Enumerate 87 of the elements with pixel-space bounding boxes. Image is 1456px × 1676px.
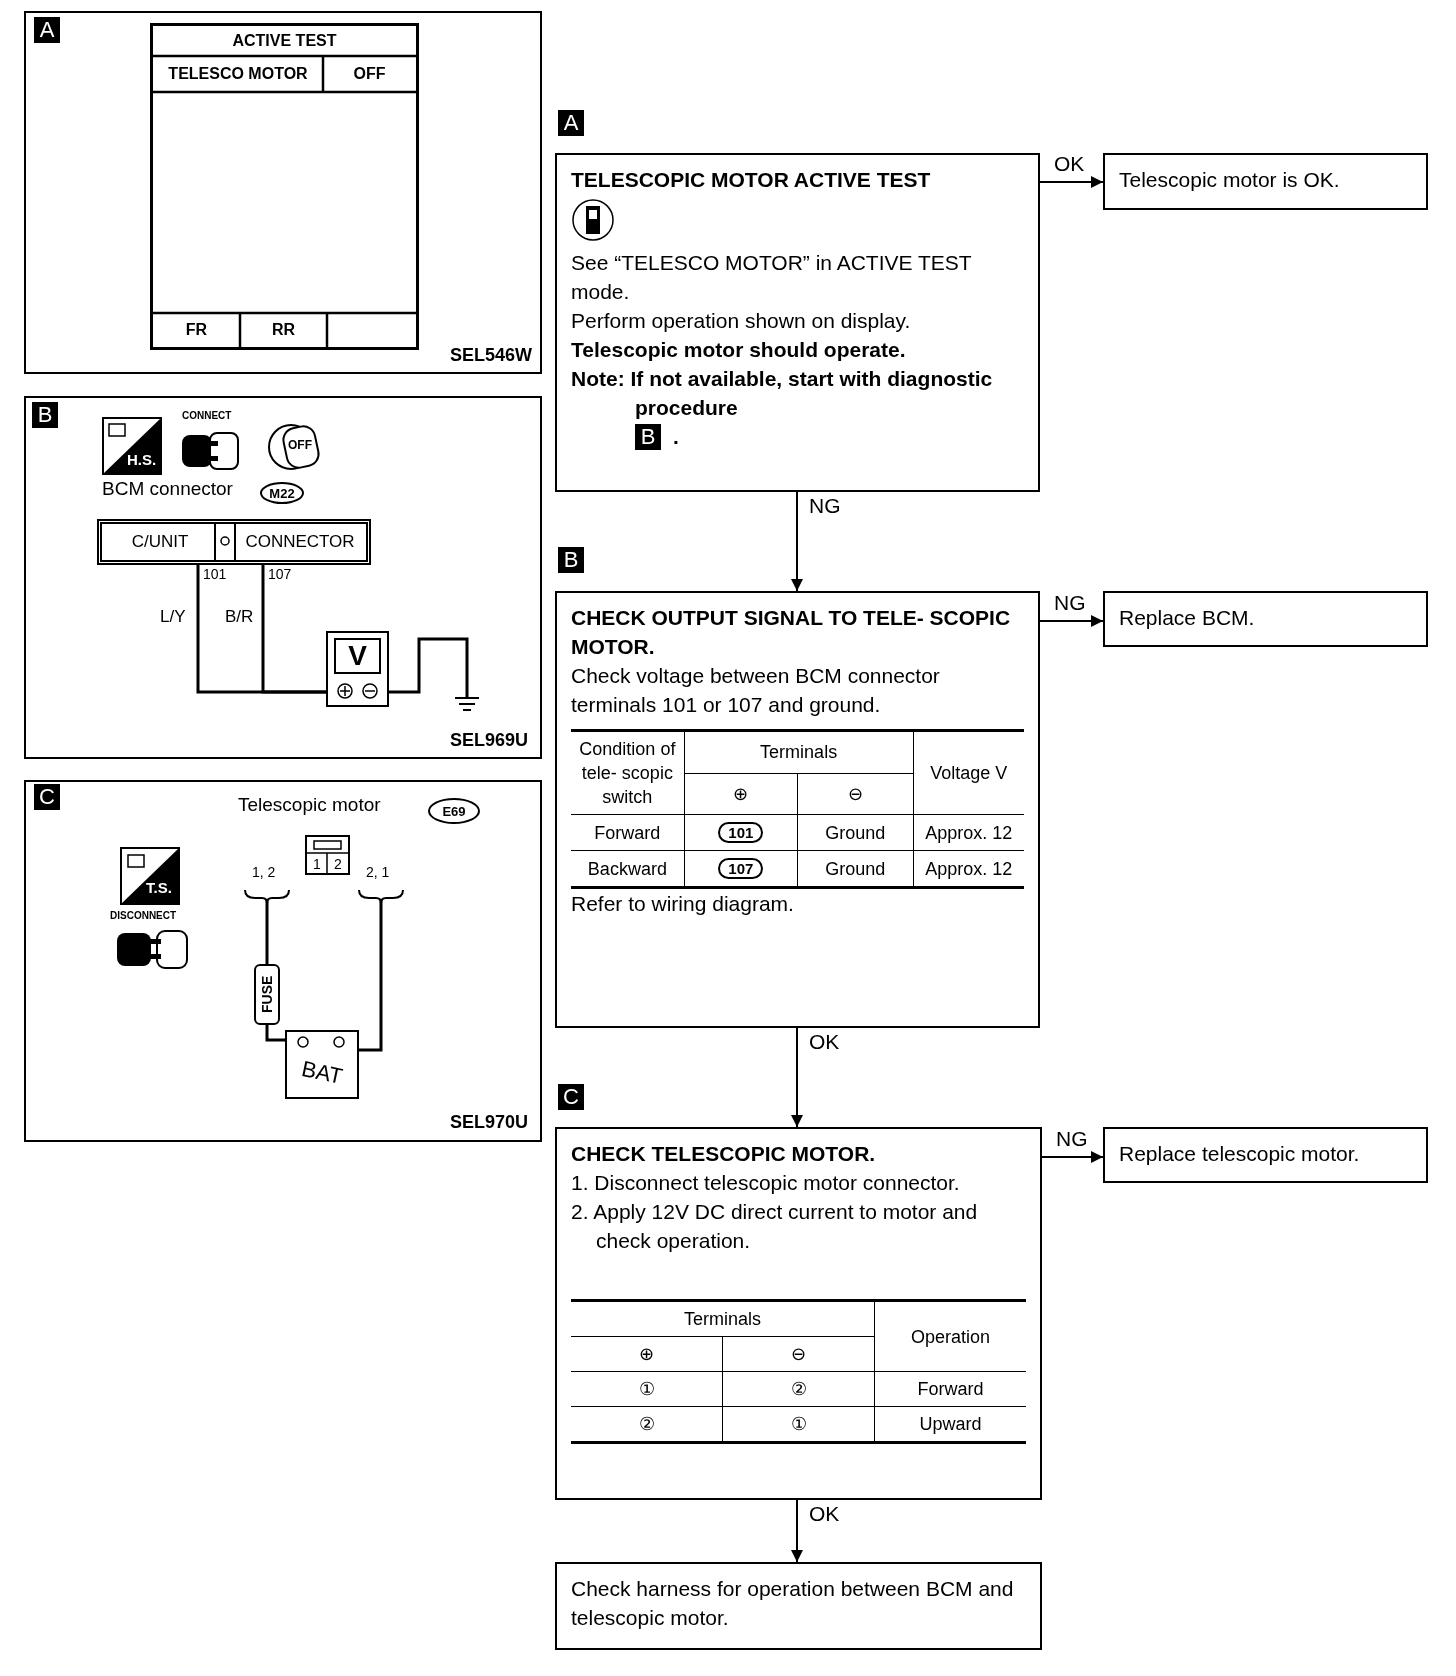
terminal-number: 2, 1 <box>366 864 390 880</box>
arrow <box>791 491 803 592</box>
connector-label: BCM connector <box>102 478 233 500</box>
instruction-text: See “TELESCO MOTOR” in ACTIVE TEST mode. <box>571 250 973 305</box>
step-badge: A <box>34 17 60 43</box>
meter-display: V <box>334 638 381 674</box>
table-cell: Terminals <box>684 730 913 774</box>
screen-text: RR <box>270 320 297 340</box>
table-cell: Condition of tele- scopic switch <box>571 730 685 815</box>
table-cell: 101 <box>684 814 798 851</box>
arrow <box>1039 176 1104 188</box>
component-label: BAT <box>298 1055 346 1091</box>
result-box <box>1103 153 1428 210</box>
arrow <box>791 1499 803 1563</box>
result-text: Check harness for operation between BCM and telescopic motor. <box>571 1576 1015 1631</box>
figure-panel <box>24 780 542 1142</box>
connector-block <box>97 519 371 565</box>
figure-panel <box>24 396 542 759</box>
screen-text: ACTIVE TEST <box>231 31 338 51</box>
note-text: Note: If not available, start with diagnostic procedure <box>571 366 994 421</box>
terminal-number: 101 <box>203 566 227 582</box>
wire <box>261 565 326 694</box>
wire <box>359 900 383 1052</box>
screen-text: OFF <box>352 64 387 84</box>
process-box <box>555 153 1040 492</box>
icon-label: DISCONNECT <box>110 910 177 921</box>
table-cell: Terminals <box>571 1300 875 1337</box>
table-cell: Forward <box>571 814 685 851</box>
step-heading: CHECK TELESCOPIC MOTOR. <box>571 1141 877 1167</box>
process-box <box>555 591 1040 1028</box>
connector-code: M22 <box>260 482 304 504</box>
screen-text: FR <box>184 320 209 340</box>
step-badge: C <box>34 784 60 810</box>
display-screen <box>150 23 419 350</box>
icon-label: CONNECT <box>182 410 232 421</box>
process-box <box>555 1127 1042 1500</box>
connector-text: C/UNIT <box>130 531 190 553</box>
arrow <box>1039 615 1104 627</box>
terminal-number: 1, 2 <box>252 864 276 880</box>
instruction-text: Perform operation shown on display. <box>571 308 912 334</box>
instruction-text: Telescopic motor should operate. <box>571 337 907 363</box>
terminal-number: 1 <box>312 854 322 873</box>
connector-code: E69 <box>428 798 480 824</box>
screen-text: TELESCO MOTOR <box>167 64 309 84</box>
step-heading: CHECK OUTPUT SIGNAL TO TELE- SCOPIC MOTOR. <box>571 605 1012 660</box>
result-box <box>1103 1127 1428 1183</box>
table-cell: ② <box>722 1371 875 1407</box>
terminal-number: 2 <box>333 854 343 873</box>
step-badge: A <box>558 110 584 136</box>
figure-code: SEL546W <box>450 345 533 366</box>
result-text: Replace BCM. <box>1119 605 1256 631</box>
battery <box>285 1030 359 1099</box>
result-text: Telescopic motor is OK. <box>1119 167 1341 193</box>
figure-panel <box>24 11 542 374</box>
terminal-number: 107 <box>268 566 292 582</box>
figure-code: SEL969U <box>450 730 529 751</box>
table-cell: ⊕ <box>684 773 798 815</box>
icon-label: H.S. <box>127 451 157 468</box>
step-badge: C <box>558 1084 584 1110</box>
arrow <box>1041 1151 1104 1163</box>
result-box <box>555 1562 1042 1650</box>
icon-label: OFF <box>288 438 312 452</box>
result-text: Replace telescopic motor. <box>1119 1141 1361 1167</box>
note-text: . <box>673 425 679 448</box>
table-cell: ⊕ <box>571 1336 723 1372</box>
table-cell: ① <box>571 1371 723 1407</box>
instruction-text: Check voltage between BCM connector terminals 101 or 107 and ground. <box>571 663 941 718</box>
instruction-text: 1. Disconnect telescopic motor connector. <box>571 1170 961 1196</box>
instruction-text: 2. Apply 12V DC direct current to motor and check operation. <box>571 1199 979 1254</box>
instruction-text: Refer to wiring diagram. <box>571 891 795 917</box>
fuse <box>254 964 280 1025</box>
step-badge: B <box>635 424 661 450</box>
step-badge: B <box>558 547 584 573</box>
icon-label: T.S. <box>146 879 172 896</box>
table-cell: Ground <box>797 814 913 851</box>
figure-code: SEL970U <box>450 1112 529 1133</box>
component-label: FUSE <box>258 974 276 1016</box>
arrow <box>791 1027 803 1128</box>
wire <box>265 1025 285 1042</box>
wire <box>265 900 269 964</box>
step-heading: TELESCOPIC MOTOR ACTIVE TEST <box>571 167 932 193</box>
result-box <box>1103 591 1428 647</box>
connector-face <box>305 835 350 875</box>
component-label: Telescopic motor <box>238 794 381 816</box>
connector-text: CONNECTOR <box>244 531 356 553</box>
step-badge: B <box>32 402 58 428</box>
voltmeter <box>326 631 389 707</box>
